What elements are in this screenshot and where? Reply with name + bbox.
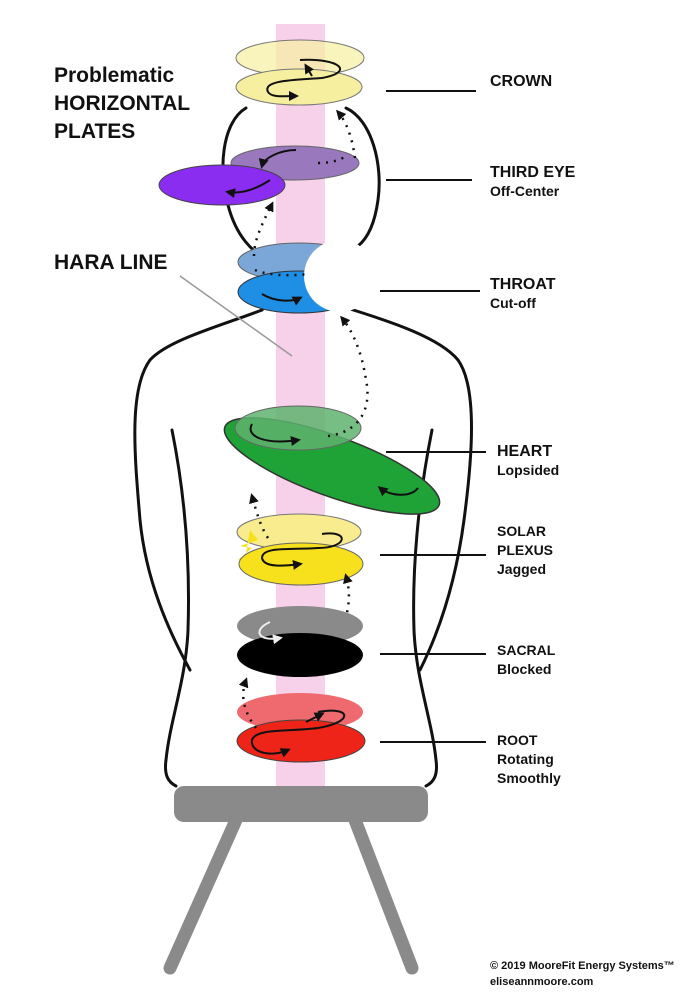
label-crown-name: CROWN [490,73,553,90]
label-crown: CROWN [490,72,552,91]
label-leader-lines [380,90,486,743]
label-heart-name: HEART [497,443,553,460]
label-throat: THROAT Cut-off [490,275,555,313]
footer-copyright: © 2019 MooreFit Energy Systems™ [490,960,675,972]
label-root: ROOT Rotating Smoothly [497,731,561,788]
label-third-eye: THIRD EYE Off-Center [490,163,575,201]
title-line-2: HORIZONTAL [54,92,191,115]
chakra-heart [223,315,441,515]
chakra-crown [235,39,365,106]
title-line-1: Problematic [54,64,175,87]
footer-website: eliseannmoore.com [490,976,594,988]
label-sacral: SACRAL Blocked [497,641,555,679]
label-solar-plexus: SOLAR PLEXUS Jagged [497,522,553,579]
title-line-3: PLATES [54,120,136,143]
label-root-name: ROOT [497,732,538,748]
stool [163,786,428,975]
label-solar-plexus-name: SOLAR [497,523,546,539]
label-heart: HEART Lopsided [497,442,559,480]
label-third-eye-name: THIRD EYE [490,164,576,181]
hara-leader-line [179,275,293,357]
label-heart-status: Lopsided [497,462,560,478]
label-third-eye-status: Off-Center [490,183,560,199]
label-solar-plexus-status: Jagged [497,561,547,577]
chakra-root [236,677,366,763]
label-sacral-name: SACRAL [497,642,556,658]
chakra-sacral [237,606,363,677]
label-root-status-2: Smoothly [497,770,561,786]
chakra-third-eye [158,109,360,206]
chakra-throat [237,201,376,314]
label-throat-name: THROAT [490,276,556,293]
label-throat-status: Cut-off [490,295,536,311]
label-solar-plexus-name-2: PLEXUS [497,542,554,558]
label-sacral-status: Blocked [497,661,552,677]
footer: © 2019 MooreFit Energy Systems™ eliseann… [490,958,675,990]
hara-line-label: HARA LINE [54,251,168,274]
chakra-solar-plexus [236,493,364,621]
diagram-title: Problematic HORIZONTAL PLATES [54,62,190,146]
label-root-status-1: Rotating [497,751,554,767]
